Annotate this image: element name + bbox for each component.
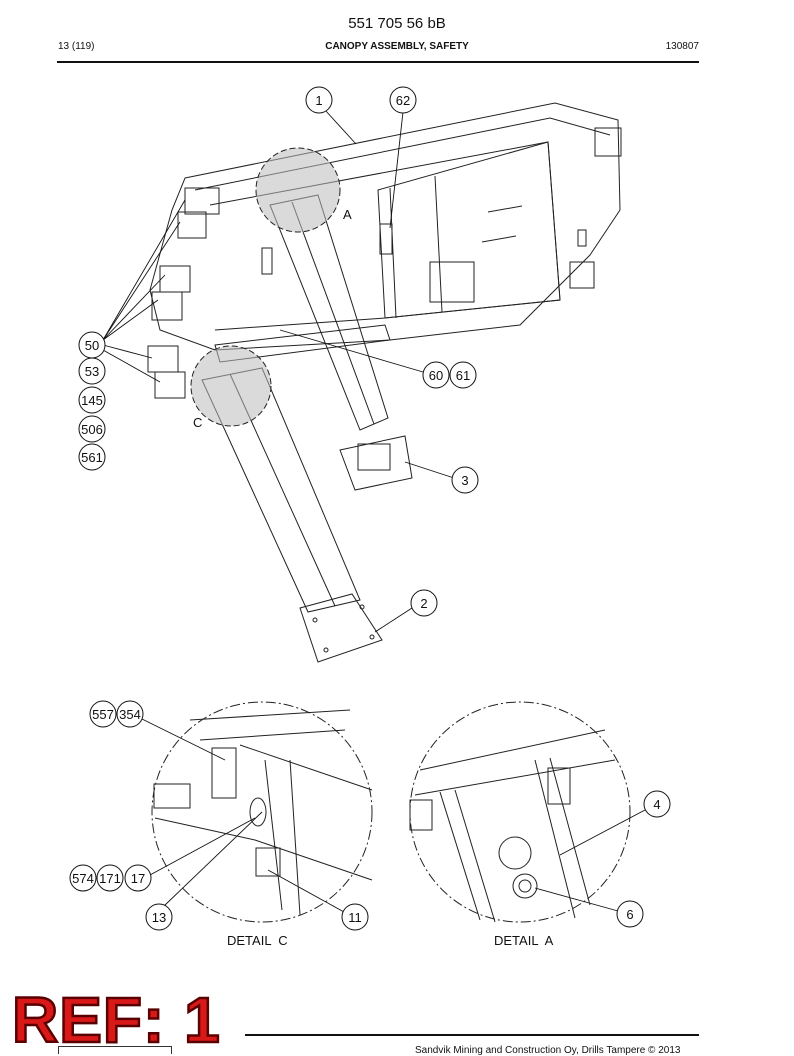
svg-text:50: 50 bbox=[85, 338, 99, 353]
balloon-574: 574 bbox=[69, 864, 97, 892]
detail-title-a: DETAIL A bbox=[494, 933, 554, 948]
canopy-panel bbox=[377, 141, 561, 319]
balloon-1: 1 bbox=[305, 86, 333, 114]
damper bbox=[151, 291, 183, 321]
svg-text:145: 145 bbox=[81, 393, 103, 408]
balloon-561: 561 bbox=[78, 443, 106, 471]
balloon-557: 557 bbox=[89, 700, 117, 728]
leg-foot-2 bbox=[299, 593, 383, 663]
svg-text:13: 13 bbox=[152, 910, 166, 925]
svg-text:3: 3 bbox=[461, 473, 468, 488]
svg-text:17: 17 bbox=[131, 871, 145, 886]
svg-text:506: 506 bbox=[81, 422, 103, 437]
detail-marker-c: C bbox=[193, 415, 202, 430]
canopy-assembly-illustration bbox=[147, 102, 622, 663]
svg-text:4: 4 bbox=[653, 797, 660, 812]
nut bbox=[547, 767, 571, 805]
balloon-50: 50 bbox=[78, 331, 106, 359]
damper bbox=[154, 371, 186, 399]
balloon-13: 13 bbox=[145, 903, 173, 931]
balloon-53: 53 bbox=[78, 357, 106, 385]
damper bbox=[594, 127, 622, 157]
balloon-4: 4 bbox=[643, 790, 671, 818]
clip-11 bbox=[255, 847, 281, 877]
detail-a-marker bbox=[255, 147, 341, 233]
svg-text:561: 561 bbox=[81, 450, 103, 465]
balloon-6: 6 bbox=[616, 900, 644, 928]
ref-stamp: REF: 1 bbox=[11, 984, 221, 1056]
detail-c-marker bbox=[190, 345, 272, 427]
svg-text:354: 354 bbox=[119, 707, 141, 722]
svg-text:11: 11 bbox=[348, 910, 362, 925]
balloon-145: 145 bbox=[78, 386, 106, 414]
balloon-11: 11 bbox=[341, 903, 369, 931]
logo-box bbox=[58, 1046, 172, 1054]
date-code: 130807 bbox=[665, 41, 699, 52]
svg-text:1: 1 bbox=[315, 93, 322, 108]
detail-title-c: DETAIL C bbox=[227, 933, 288, 948]
clamp-block bbox=[153, 783, 191, 809]
balloon-354: 354 bbox=[116, 700, 144, 728]
detail-c-view bbox=[151, 701, 373, 923]
bolt-head-557 bbox=[211, 747, 237, 799]
damper bbox=[147, 345, 179, 373]
svg-text:171: 171 bbox=[99, 871, 121, 886]
bolt-6 bbox=[512, 873, 538, 899]
section-title: CANOPY ASSEMBLY, SAFETY bbox=[325, 41, 469, 52]
svg-text:2: 2 bbox=[420, 596, 427, 611]
washer-17 bbox=[249, 797, 267, 827]
damper bbox=[159, 265, 191, 293]
canopy-outline bbox=[149, 102, 621, 351]
svg-text:62: 62 bbox=[396, 93, 410, 108]
svg-text:53: 53 bbox=[85, 364, 99, 379]
detail-marker-a: A bbox=[343, 207, 352, 222]
footer-copyright: Sandvik Mining and Construction Oy, Dril… bbox=[415, 1045, 681, 1056]
svg-text:60: 60 bbox=[429, 368, 443, 383]
document-code: 551 705 56 bB bbox=[348, 15, 446, 32]
footer-rule bbox=[245, 1034, 699, 1036]
hole bbox=[498, 836, 532, 870]
balloon-17: 17 bbox=[124, 864, 152, 892]
leg-foot-3 bbox=[339, 435, 413, 491]
balloon-171: 171 bbox=[96, 864, 124, 892]
damper bbox=[184, 187, 220, 215]
svg-text:6: 6 bbox=[626, 907, 633, 922]
page-number: 13 (119) bbox=[58, 41, 95, 52]
svg-text:61: 61 bbox=[456, 368, 470, 383]
damper bbox=[177, 211, 207, 239]
svg-text:557: 557 bbox=[92, 707, 114, 722]
balloon-61: 61 bbox=[449, 361, 477, 389]
balloon-2: 2 bbox=[410, 589, 438, 617]
balloon-506: 506 bbox=[78, 415, 106, 443]
nut bbox=[409, 799, 433, 831]
detail-a-view bbox=[409, 701, 631, 923]
balloon-62: 62 bbox=[389, 86, 417, 114]
mount-block bbox=[429, 261, 475, 303]
svg-text:574: 574 bbox=[72, 871, 94, 886]
leader-lines bbox=[102, 109, 646, 913]
damper bbox=[569, 261, 595, 289]
bracket-62 bbox=[379, 223, 393, 255]
header-rule bbox=[57, 61, 699, 63]
balloon-3: 3 bbox=[451, 466, 479, 494]
balloon-60: 60 bbox=[422, 361, 450, 389]
